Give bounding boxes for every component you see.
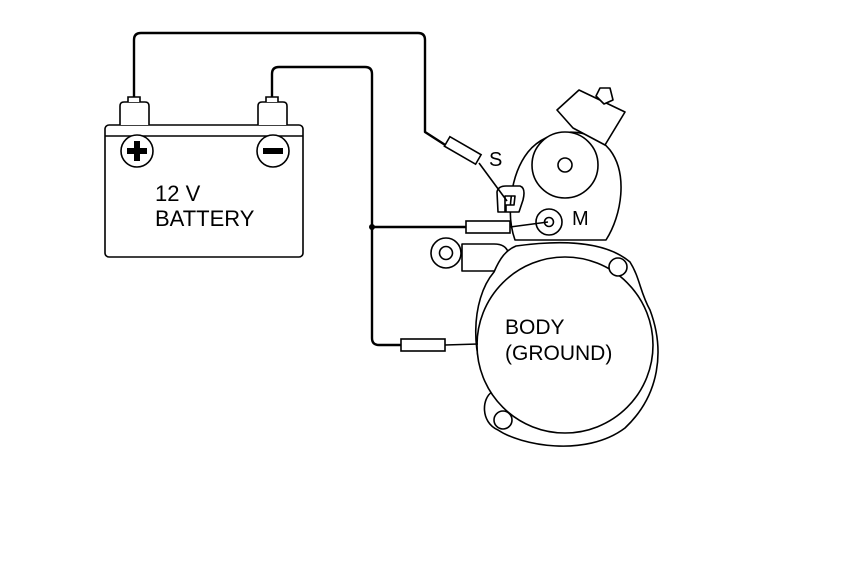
battery-label-voltage: 12 V (155, 181, 201, 206)
terminal-m-label: M (572, 208, 589, 230)
probe-m (465, 220, 549, 234)
battery (104, 96, 304, 258)
terminal-s-label: S (489, 149, 502, 171)
flange-hole-bottom (493, 410, 513, 430)
plus-icon (120, 134, 154, 168)
wire-junction (369, 224, 375, 230)
probe-s (443, 135, 508, 202)
battery-negative-post (257, 101, 288, 125)
starter-motor (430, 87, 659, 447)
solenoid-cap (556, 89, 626, 146)
body-face (476, 256, 654, 434)
battery-case (104, 124, 304, 258)
battery-label-name: BATTERY (155, 206, 255, 231)
probe-body (400, 338, 479, 352)
wire-positive-to-s (132, 31, 455, 152)
battery-positive-post (119, 101, 150, 125)
body-label: BODY (505, 316, 565, 339)
flange-hole-top (608, 257, 628, 277)
wire-negative-to-ground (270, 65, 403, 347)
ground-label: (GROUND) (505, 342, 612, 365)
minus-icon (256, 134, 290, 168)
s-terminal (496, 185, 525, 213)
